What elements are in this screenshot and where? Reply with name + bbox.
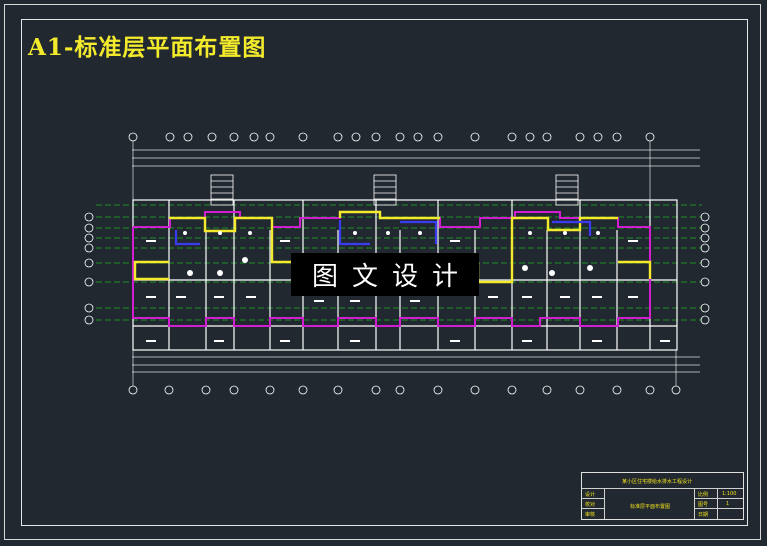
title-block-scale-label: 比例 <box>698 492 709 498</box>
title-block-drawn-label: 设计 <box>585 492 596 498</box>
magenta-unit-outline <box>132 211 651 327</box>
title-block-divider <box>604 488 605 519</box>
top-dimension-lines <box>132 149 700 167</box>
title-block-sheet-label: 图号 <box>698 502 709 508</box>
outer-frame <box>4 4 761 540</box>
drawing-title: A1-标准层平面布置图 <box>28 34 267 61</box>
bottom-dimension-lines <box>132 356 700 373</box>
title-block-divider <box>694 498 743 499</box>
title-block-sheet-value: 1 <box>726 501 730 507</box>
column-grid-bubbles <box>128 132 681 395</box>
title-block-approved-label: 审核 <box>585 512 596 518</box>
title-block-sheet-name: 标准层平面布置图 <box>630 504 671 510</box>
title-block-divider <box>582 498 604 499</box>
watermark: 图文设计 <box>291 253 479 296</box>
title-block-divider <box>582 488 743 489</box>
title-block-divider <box>582 508 604 509</box>
plumbing-fixtures <box>183 231 600 276</box>
title-block-divider <box>694 488 695 519</box>
grid-leader-lines <box>132 141 677 386</box>
title-block-divider <box>694 508 743 509</box>
room-labels <box>146 240 670 342</box>
title-block-project: 某小区住宅楼给水排水工程设计 <box>622 479 693 485</box>
title-block-scale-value: 1:100 <box>722 491 737 497</box>
stair-cores <box>210 174 579 206</box>
title-block-checked-label: 校对 <box>585 502 596 508</box>
title-block: 某小区住宅楼给水排水工程设计 设计 校对 审核 标准层平面布置图 比例 1:10… <box>581 472 744 520</box>
blue-unit-outline <box>174 220 592 246</box>
title-block-date-label: 日期 <box>698 512 709 518</box>
title-block-divider <box>717 488 718 519</box>
row-grid-bubbles <box>84 212 710 325</box>
inner-frame <box>21 19 748 526</box>
